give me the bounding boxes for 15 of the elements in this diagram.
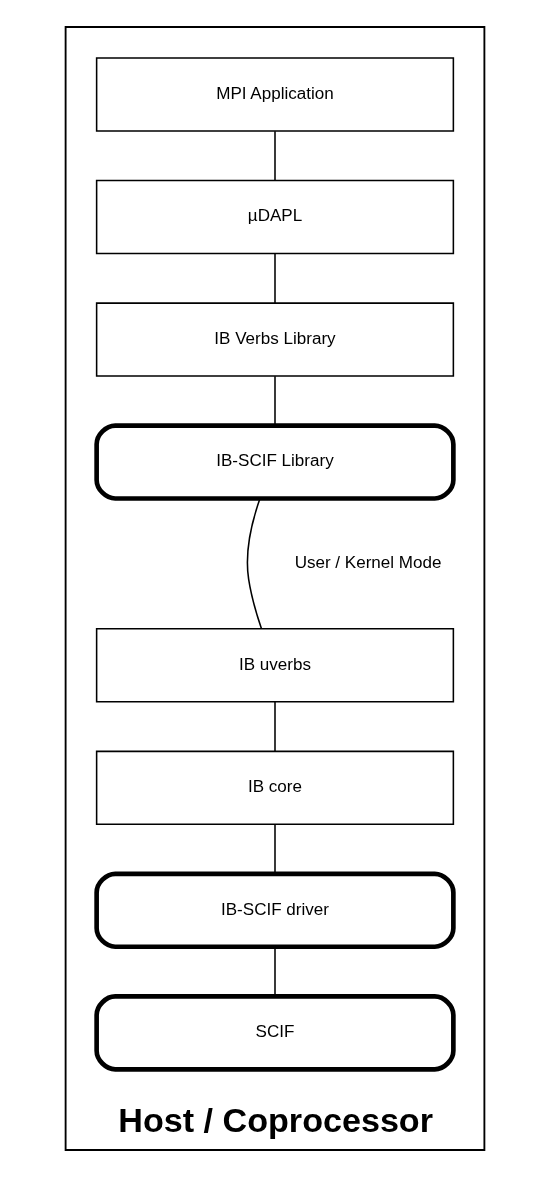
connector: [274, 253, 276, 304]
connector: [246, 498, 263, 630]
node-box: IB core: [95, 750, 455, 826]
connector: [274, 823, 276, 875]
node-box: IB Verbs Library: [95, 302, 455, 377]
connector: [274, 130, 276, 182]
node-box: IB uverbs: [95, 628, 455, 703]
connector: [274, 375, 276, 427]
node-box: SCIF: [94, 994, 456, 1072]
node-box: MPI Application: [95, 57, 455, 132]
node-box: µDAPL: [95, 179, 455, 255]
label: User / Kernel Mode: [294, 553, 442, 573]
node-box: IB-SCIF Library: [94, 423, 456, 501]
node-box: IB-SCIF driver: [94, 871, 456, 950]
connector: [274, 701, 276, 753]
